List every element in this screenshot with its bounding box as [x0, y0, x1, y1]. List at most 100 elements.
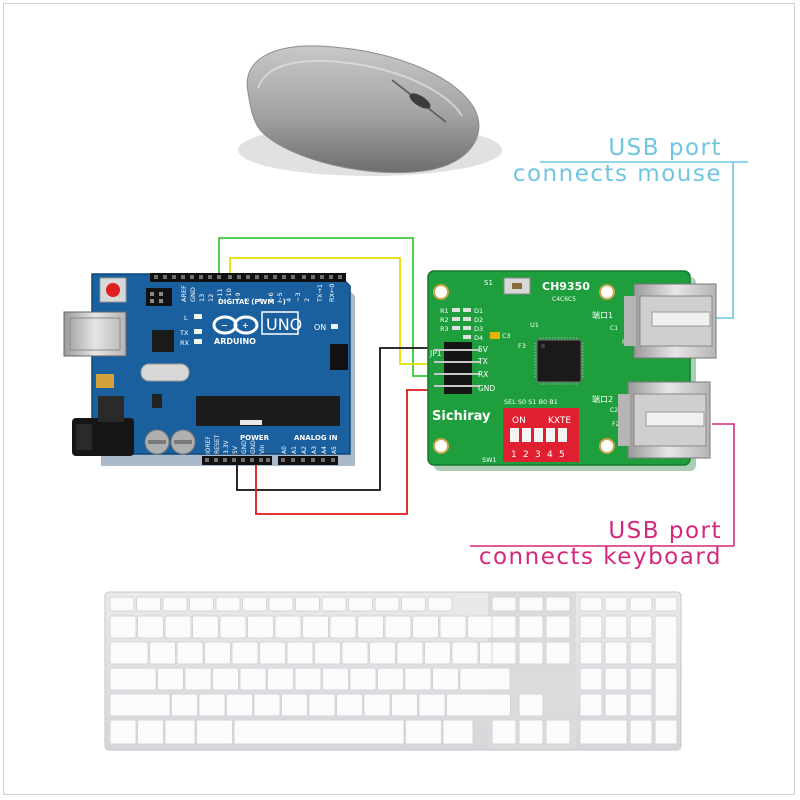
keyboard-key: [459, 667, 511, 691]
keyboard-key: [242, 596, 267, 612]
atmega328-chip: [196, 396, 340, 426]
pin-label-8: 8: [243, 298, 251, 302]
dip-num-4: 4: [547, 450, 553, 460]
dip-num-3: 3: [535, 450, 541, 460]
mouse: [238, 45, 502, 176]
pin-label-rx0: RX←0: [328, 283, 336, 302]
keyboard-key: [629, 667, 653, 691]
pin-label-6: ~6: [267, 292, 275, 302]
keyboard-key: [518, 641, 544, 665]
image-frame: [3, 3, 795, 795]
arduino-brand-label: ARDUINO: [214, 337, 256, 346]
keyboard-key: [109, 641, 149, 665]
keyboard-key: [579, 596, 603, 612]
keyboard-key: [545, 641, 571, 665]
module-d4-label: D4: [474, 334, 483, 342]
usb-port-2: [618, 381, 711, 459]
module-pin-rx: RX: [478, 370, 488, 379]
keyboard-key: [518, 693, 544, 717]
pin-label-3: ~3: [294, 292, 302, 302]
pin-label-a3: A3: [311, 446, 318, 454]
keyboard-key: [162, 596, 188, 612]
dip-header-label: SEL S0 S1 B0 B1: [504, 398, 558, 406]
keyboard-key: [198, 693, 226, 717]
arduino-uno-board: AREF GND 13 12 ~11 ~10 ~9 8 7 ~6 ~5 4 ~3…: [63, 273, 355, 466]
keyboard-key: [192, 615, 219, 639]
keyboard-key: [268, 596, 294, 612]
keyboard-key: [451, 641, 479, 665]
pin-label-a2: A2: [301, 446, 308, 454]
keyboard-key: [491, 641, 517, 665]
keyboard-label-line2: connects keyboard: [478, 544, 722, 570]
keyboard-key: [604, 667, 628, 691]
pin-label-gnd2: GND: [250, 440, 257, 454]
keyboard-key: [137, 719, 164, 745]
keyboard-key: [518, 719, 544, 745]
pin-label-gnd1: GND: [241, 440, 248, 454]
port2-label: 端口2: [592, 394, 613, 404]
keyboard-key: [329, 615, 357, 639]
keyboard-key: [322, 667, 349, 691]
dip-num-5: 5: [559, 450, 565, 460]
keyboard-key: [579, 667, 603, 691]
keyboard-key: [491, 719, 517, 745]
module-u1-label: U1: [530, 321, 539, 329]
keyboard-key: [314, 641, 341, 665]
dip-on-label: ON: [512, 416, 526, 426]
pin-label-tx1: TX→1: [316, 284, 324, 303]
keyboard-key: [654, 596, 678, 612]
pin-label-7: 7: [258, 298, 266, 302]
keyboard-key: [604, 641, 628, 665]
led-label-rx: RX: [180, 339, 190, 347]
pin-label-a0: A0: [281, 446, 288, 454]
keyboard-key: [109, 615, 137, 639]
module-s1-label: S1: [484, 279, 493, 287]
keyboard-key: [629, 615, 653, 639]
keyboard-key: [545, 615, 571, 639]
pin-label-aref: AREF: [180, 285, 188, 302]
keyboard-key: [109, 693, 171, 717]
module-pin-5v: 5V: [478, 345, 489, 354]
keyboard-key: [294, 667, 322, 691]
svg-text:+: +: [242, 321, 249, 330]
keyboard-key: [604, 615, 628, 639]
keyboard-key: [171, 693, 198, 717]
keyboard-key: [629, 693, 653, 717]
keyboard-key: [545, 596, 571, 612]
keyboard-key: [341, 641, 369, 665]
module-pin-tx: TX: [477, 357, 488, 366]
keyboard-label-line1: USB port: [608, 518, 722, 544]
keyboard-key: [348, 596, 373, 612]
pin-label-a4: A4: [321, 446, 328, 454]
module-brand-label: Sichiray: [432, 409, 491, 424]
pin-label-reset: RESET: [214, 434, 221, 454]
keyboard-key: [259, 641, 286, 665]
mouse-label-line1: USB port: [608, 135, 722, 161]
keyboard-key: [579, 641, 603, 665]
pin-label-12: 12: [207, 294, 215, 302]
keyboard-key: [363, 693, 391, 717]
ch9350-module: CH9350 S1 C4C6C5 R1 R2 R3 D1 D2 D3 D4 U1…: [427, 270, 717, 471]
keyboard-key: [109, 667, 157, 691]
keyboard-key: [212, 667, 239, 691]
keyboard-key: [405, 719, 442, 745]
keyboard-key: [109, 719, 137, 745]
mouse-label-line2: connects mouse: [512, 161, 722, 187]
keyboard-key: [247, 615, 274, 639]
keyboard-key: [226, 693, 253, 717]
module-pin-gnd: GND: [478, 384, 495, 393]
module-d1-label: D1: [474, 307, 483, 315]
keyboard-key: [321, 596, 347, 612]
keyboard-key: [579, 693, 603, 717]
scroll-wheel: [409, 93, 431, 109]
keyboard-key: [157, 667, 184, 691]
keyboard-key: [189, 596, 214, 612]
pin-label-vin: Vin: [259, 444, 266, 454]
keyboard-key: [418, 693, 446, 717]
keyboard-key: [281, 693, 308, 717]
module-sw1-label: SW1: [482, 456, 497, 464]
pin-label-4: 4: [285, 298, 293, 302]
keyboard-key: [491, 615, 517, 639]
keyboard-key: [604, 596, 628, 612]
